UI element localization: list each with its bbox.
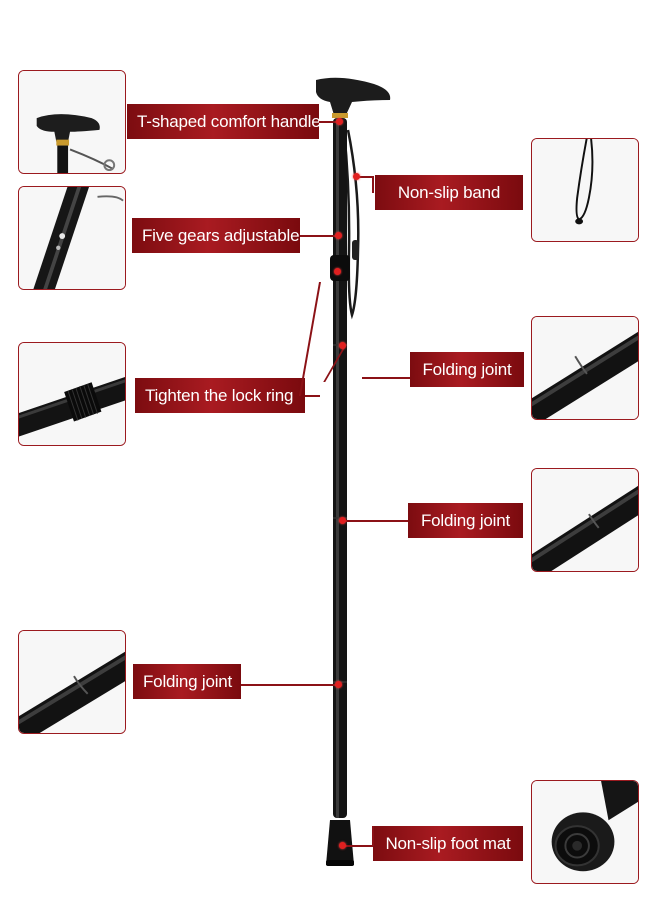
folding-joint-icon bbox=[532, 317, 638, 419]
leader-gears bbox=[300, 235, 337, 237]
thumb-gears bbox=[18, 186, 126, 290]
leader-handle bbox=[319, 121, 339, 123]
thumb-handle bbox=[18, 70, 126, 174]
marker-lock-ring bbox=[334, 268, 341, 275]
marker-joint-lower bbox=[335, 681, 342, 688]
marker-joint-upper bbox=[339, 342, 346, 349]
marker-band bbox=[353, 173, 360, 180]
label-joint-upper: Folding joint bbox=[410, 352, 524, 387]
leader-joint-middle bbox=[344, 520, 408, 522]
leader-band-v bbox=[372, 176, 374, 193]
label-lock-ring: Tighten the lock ring bbox=[135, 378, 305, 413]
leader-lock-ring-h bbox=[305, 395, 320, 397]
cane-lock-ring bbox=[330, 255, 350, 281]
wrist-strap-icon bbox=[532, 139, 638, 241]
rubber-tip-icon bbox=[532, 781, 638, 883]
adjust-holes-icon bbox=[19, 187, 125, 289]
cane-handle-icon bbox=[316, 77, 391, 115]
cane-shaft bbox=[333, 118, 347, 818]
cane-handle-icon bbox=[19, 71, 125, 173]
marker-gears bbox=[335, 232, 342, 239]
label-foot-mat: Non-slip foot mat bbox=[373, 826, 523, 861]
thumb-foot-mat bbox=[531, 780, 639, 884]
leader-band-h bbox=[358, 176, 374, 178]
thumb-joint-lower bbox=[18, 630, 126, 734]
thumb-band bbox=[531, 138, 639, 242]
label-joint-middle: Folding joint bbox=[408, 503, 523, 538]
marker-handle bbox=[336, 118, 343, 125]
leader-foot-mat-h bbox=[344, 845, 373, 847]
marker-foot-mat bbox=[339, 842, 346, 849]
thumb-joint-upper bbox=[531, 316, 639, 420]
label-gears: Five gears adjustable bbox=[132, 218, 300, 253]
thumb-lock-ring bbox=[18, 342, 126, 446]
marker-joint-middle bbox=[339, 517, 346, 524]
thumb-joint-middle bbox=[531, 468, 639, 572]
leader-joint-lower bbox=[241, 684, 337, 686]
leader-joint-upper-h bbox=[362, 377, 410, 379]
lock-ring-icon bbox=[19, 343, 125, 445]
label-joint-lower: Folding joint bbox=[133, 664, 241, 699]
folding-joint-icon bbox=[532, 469, 638, 571]
leader-foot-mat-v bbox=[372, 826, 374, 846]
wrist-strap-icon bbox=[342, 129, 360, 320]
label-band: Non-slip band bbox=[375, 175, 523, 210]
folding-joint-icon bbox=[19, 631, 125, 733]
label-handle: T-shaped comfort handle bbox=[127, 104, 321, 139]
